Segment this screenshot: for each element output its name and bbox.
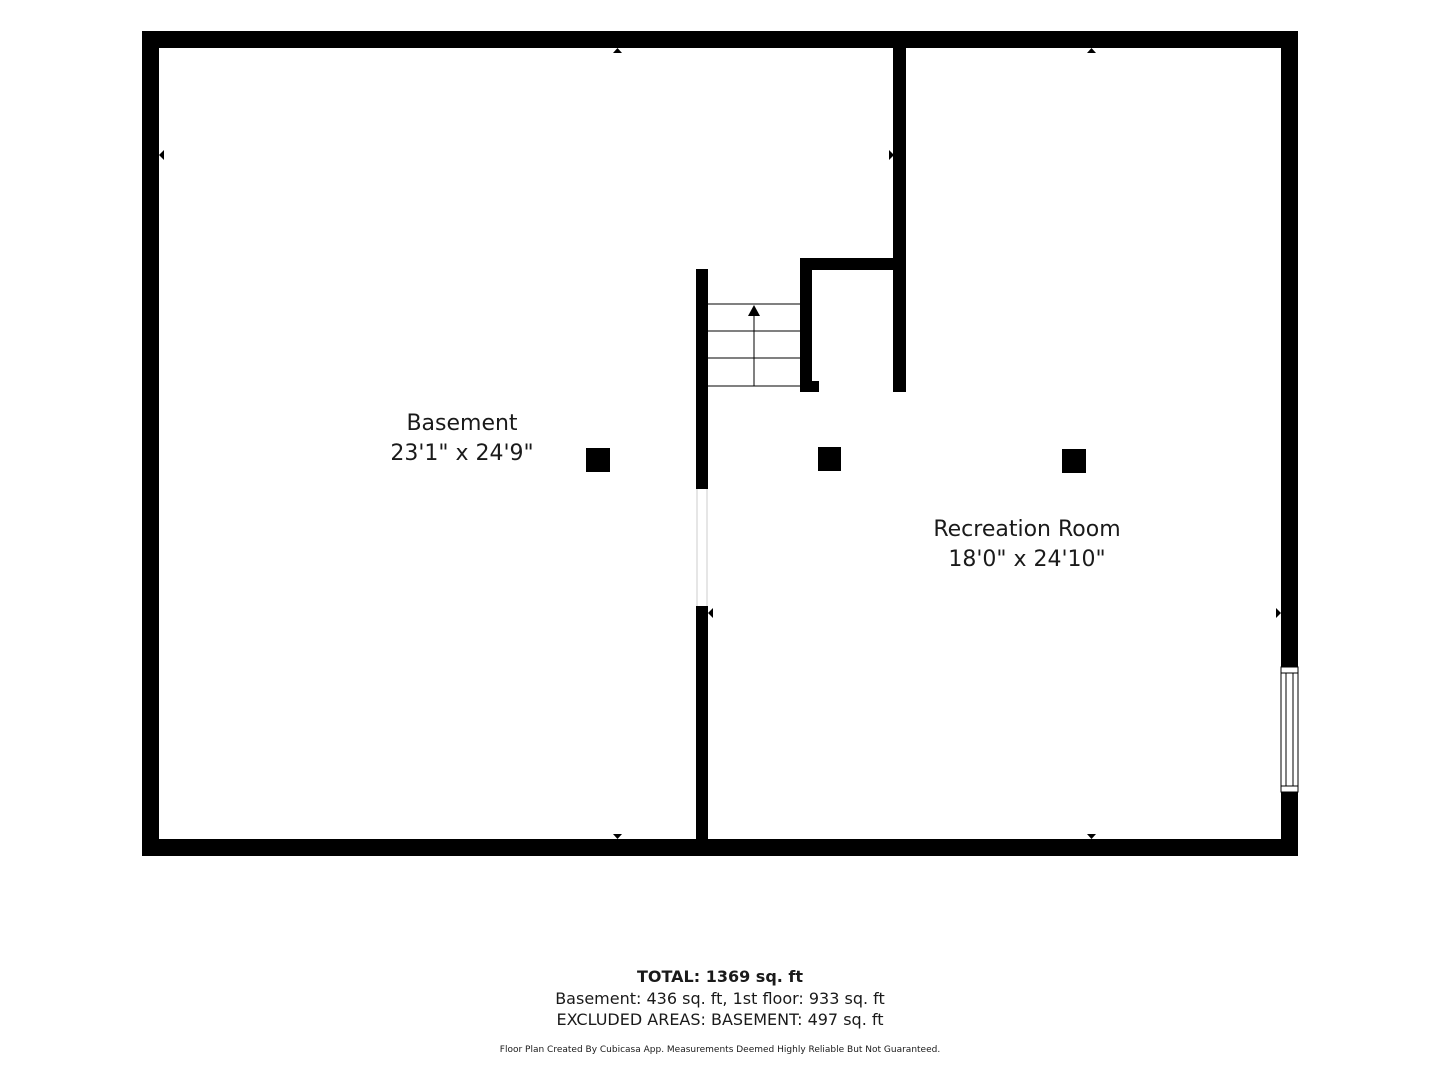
stair-wall-vertical-right [893,44,906,392]
room-dimensions: 23'1" x 24'9" [390,441,534,466]
room-label-recreation: Recreation Room 18'0" x 24'10" [897,515,1157,575]
tick-stair-wall-icon [889,150,894,160]
total-area: TOTAL: 1369 sq. ft [636,967,804,986]
partition-wall-upper [696,269,708,489]
tick-right-wall-icon [1276,608,1281,618]
tick-left-wall-icon [159,150,164,160]
room-label-basement: Basement 23'1" x 24'9" [362,409,562,469]
stair-wall-foot [800,381,819,392]
column-basement [586,448,610,472]
area-breakdown: Basement: 436 sq. ft, 1st floor: 933 sq.… [555,989,885,1008]
staircase [708,303,800,387]
room-name: Basement [406,411,518,436]
tick-partition-icon [708,608,713,618]
wall-bottom [142,839,1298,856]
tick-bottom-left-icon [613,834,622,839]
stair-up-arrow-icon [748,305,760,316]
partition-wall-lower [696,606,708,856]
wall-right-upper [1281,31,1298,667]
support-columns [586,447,1086,473]
column-recreation [1062,449,1086,473]
room-name: Recreation Room [933,517,1121,542]
outer-walls [142,31,1298,856]
column-center [818,447,841,471]
tick-bottom-right-icon [1087,834,1096,839]
stair-wall-vertical-left [800,258,812,392]
excluded-areas: EXCLUDED AREAS: BASEMENT: 497 sq. ft [556,1010,884,1029]
doorway-opening [696,489,708,606]
disclaimer: Floor Plan Created By Cubicasa App. Meas… [499,1045,941,1055]
dimension-markers [159,48,1281,839]
floor-plan [142,31,1299,856]
window [1280,666,1299,793]
tick-top-right-icon [1087,48,1096,53]
wall-top [142,31,1298,48]
tick-top-left-icon [613,48,622,53]
wall-left [142,31,159,856]
stair-wall-top [800,258,906,270]
wall-right-lower [1281,792,1298,856]
interior-walls [696,44,906,856]
room-dimensions: 18'0" x 24'10" [948,547,1106,572]
